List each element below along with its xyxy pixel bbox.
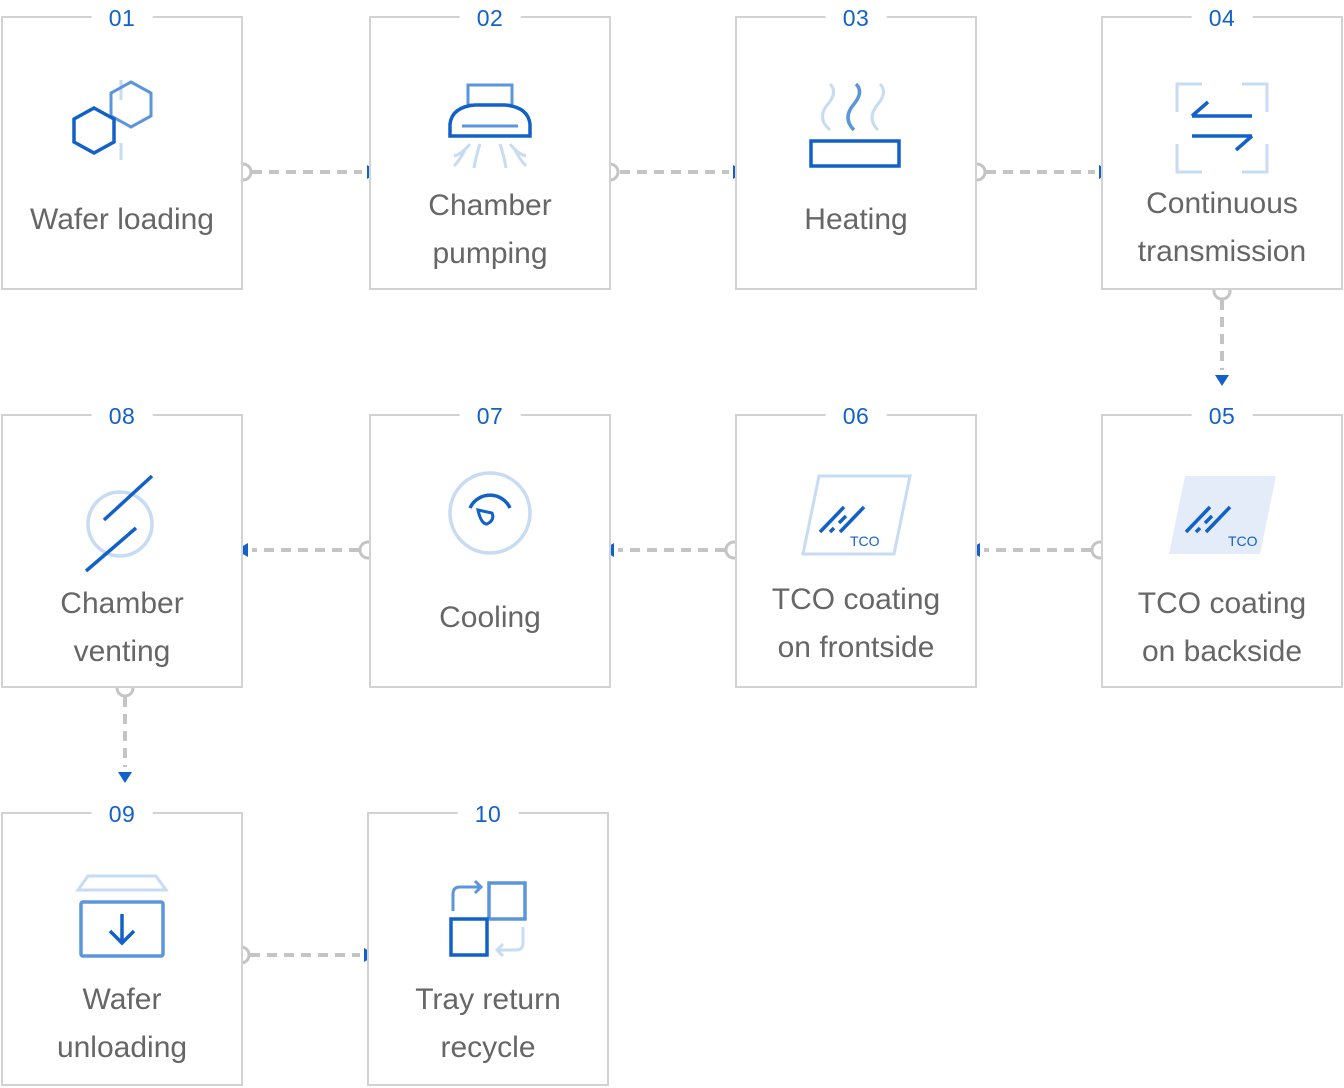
- connector-08-09: [115, 678, 135, 783]
- step-number: 10: [457, 800, 519, 828]
- connector-07-08: [236, 540, 378, 560]
- step-number: 02: [459, 4, 521, 32]
- step-card-06: 06 TCO TCO coating on frontside: [735, 402, 977, 688]
- pump-hood-icon: [448, 83, 532, 169]
- connector-02-03: [600, 162, 745, 182]
- step-label: TCO coating on backside: [1137, 587, 1307, 668]
- connector-03-04: [967, 162, 1111, 182]
- hexagons-icon: [72, 80, 153, 160]
- recycle-squares-icon: [449, 879, 527, 958]
- heater-icon: [809, 82, 901, 168]
- step-label: Heating: [804, 203, 908, 236]
- step-number: 09: [91, 800, 153, 828]
- step-card-07: 07 Cooling: [369, 402, 611, 688]
- step-label: Cooling: [439, 601, 541, 634]
- step-card-08: 08 Chamber venting: [1, 402, 243, 688]
- step-card-01: 01 Wafer loading: [1, 4, 243, 290]
- step-number: 04: [1191, 4, 1253, 32]
- step-label: TCO coating on frontside: [771, 583, 941, 664]
- step-number: 06: [825, 402, 887, 430]
- vent-icon: [84, 474, 154, 573]
- connector-04-05: [1212, 281, 1232, 386]
- step-label: Continuous transmission: [1137, 187, 1307, 268]
- step-card-03: 03 Heating: [735, 4, 977, 290]
- gauge-icon: [448, 471, 532, 555]
- step-card-04: 04 Continuous transmission: [1101, 4, 1343, 290]
- step-card-10: 10 Tray return recycle: [367, 800, 609, 1086]
- tco-icon-text: TCO: [1228, 533, 1258, 549]
- step-card-09: 09 Wafer unloading: [1, 800, 243, 1086]
- connector-06-07: [602, 540, 744, 560]
- step-label: Wafer unloading: [56, 983, 188, 1064]
- tco-backside-icon: TCO: [1169, 476, 1276, 554]
- step-number: 08: [91, 402, 153, 430]
- step-number: 05: [1191, 402, 1253, 430]
- tco-frontside-icon: TCO: [801, 474, 912, 556]
- transfer-arrows-icon: [1175, 82, 1269, 174]
- step-number: 03: [825, 4, 887, 32]
- connector-05-06: [968, 540, 1110, 560]
- step-label: Chamber venting: [60, 587, 184, 668]
- step-number: 01: [91, 4, 153, 32]
- step-label: Tray return recycle: [415, 983, 561, 1064]
- step-number: 07: [459, 402, 521, 430]
- step-card-05: 05 TCO TCO coating on backside: [1101, 402, 1343, 688]
- connector-09-10: [231, 945, 376, 965]
- step-label: Chamber pumping: [428, 189, 552, 270]
- step-label: Wafer loading: [30, 203, 214, 236]
- unload-tray-icon: [75, 874, 169, 958]
- connector-01-02: [233, 162, 379, 182]
- tco-icon-text: TCO: [850, 533, 880, 549]
- step-card-02: 02 Chamber pumping: [369, 4, 611, 290]
